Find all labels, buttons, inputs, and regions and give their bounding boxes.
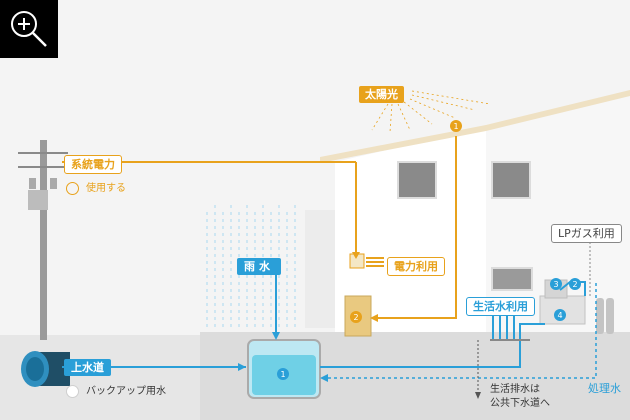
marker-tank: 1 xyxy=(280,370,285,379)
water-main-pipe xyxy=(21,351,70,387)
zoom-in-icon xyxy=(11,11,47,47)
label-city-water: 上水道 xyxy=(64,359,111,376)
marker-group xyxy=(277,120,581,380)
marker-solar: 1 xyxy=(453,122,458,131)
label-rain: 雨水 xyxy=(237,258,281,275)
backup-circle-icon xyxy=(66,385,79,398)
label-in-use: 使用する xyxy=(86,183,126,194)
label-treated-water: 処理水 xyxy=(588,382,621,395)
utility-pole xyxy=(18,140,68,340)
house xyxy=(305,90,630,332)
marker-labels: 1 2 1 2 3 4 xyxy=(280,122,577,379)
marker-treat-3: 3 xyxy=(553,280,558,289)
label-domestic-water: 生活水利用 xyxy=(466,297,535,316)
in-use-circle-icon xyxy=(66,182,79,195)
marker-treat-4: 4 xyxy=(557,311,562,320)
label-backup-water: バックアップ用水 xyxy=(86,386,166,397)
label-lp-gas: LPガス利用 xyxy=(551,224,622,243)
label-grid-power: 系統電力 xyxy=(64,155,122,174)
zoom-button[interactable] xyxy=(0,0,58,58)
solar-rays xyxy=(371,90,491,133)
gas-cylinders xyxy=(596,298,614,334)
marker-power: 2 xyxy=(353,313,358,322)
label-drainage-1: 生活排水は xyxy=(490,384,540,395)
marker-treat-2: 2 xyxy=(572,280,577,289)
label-solar: 太陽光 xyxy=(359,86,404,103)
label-drainage-2: 公共下水道へ xyxy=(490,398,550,409)
solar-panel-roof xyxy=(320,90,630,163)
label-power-use: 電力利用 xyxy=(387,257,445,276)
